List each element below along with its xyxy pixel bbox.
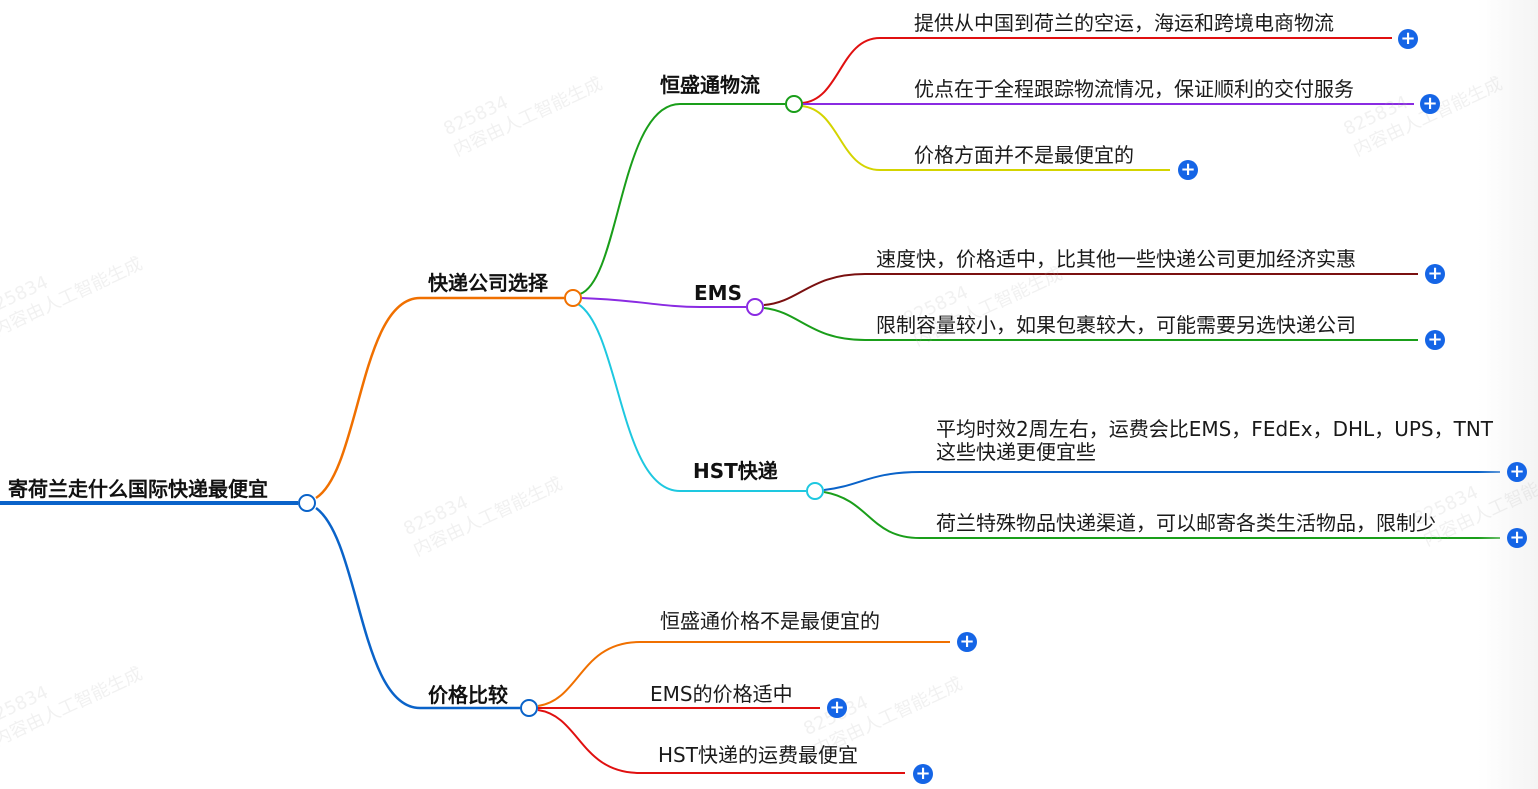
edge-company-hst-logistics — [579, 103, 785, 295]
leaf-topic[interactable]: 优点在于全程跟踪物流情况，保证顺利的交付服务 — [914, 77, 1354, 101]
edge-leaf — [801, 105, 1170, 171]
leaf-topic[interactable]: HST快递的运费最便宜 — [658, 743, 858, 767]
plus-circle-icon[interactable]: + — [827, 698, 847, 718]
plus-circle-icon[interactable]: + — [1507, 528, 1527, 548]
plus-circle-icon[interactable]: + — [1507, 462, 1527, 482]
topic-price-comparison[interactable]: 价格比较 — [428, 683, 508, 707]
leaf-topic[interactable]: 恒盛通价格不是最便宜的 — [660, 609, 880, 633]
hst-node-handle — [806, 482, 824, 500]
edge-leaf — [823, 471, 1500, 491]
leaf-topic[interactable]: 荷兰特殊物品快递渠道，可以邮寄各类生活物品，限制少 — [936, 511, 1436, 535]
plus-circle-icon[interactable]: + — [1425, 264, 1445, 284]
topic-company-selection[interactable]: 快递公司选择 — [428, 271, 548, 295]
edge-leaf — [537, 709, 905, 774]
company-node-handle — [564, 289, 582, 307]
edge-company-ems — [580, 297, 746, 308]
edge-leaf — [801, 37, 1392, 104]
leaf-topic[interactable]: EMS的价格适中 — [650, 682, 793, 706]
leaf-topic[interactable]: 价格方面并不是最便宜的 — [914, 143, 1134, 167]
leaf-topic[interactable]: 速度快，价格适中，比其他一些快递公司更加经济实惠 — [876, 247, 1356, 271]
leaf-topic[interactable]: 平均时效2周左右，运费会比EMS，FEdEx，DHL，UPS，TNT这些快递更便… — [936, 417, 1493, 464]
plus-circle-icon[interactable]: + — [1425, 330, 1445, 350]
topic-hst[interactable]: HST快递 — [693, 459, 778, 483]
plus-circle-icon[interactable]: + — [1420, 94, 1440, 114]
leaf-topic[interactable]: 限制容量较小，如果包裹较大，可能需要另选快递公司 — [876, 313, 1356, 337]
edge-root-price — [315, 506, 520, 710]
ems-node-handle — [746, 298, 764, 316]
plus-circle-icon[interactable]: + — [913, 764, 933, 784]
plus-circle-icon[interactable]: + — [1398, 29, 1418, 49]
plus-circle-icon[interactable]: + — [957, 632, 977, 652]
right-edge-fade — [1478, 0, 1538, 789]
edge-company-hst — [577, 303, 806, 492]
price-node-handle — [520, 699, 538, 717]
plus-circle-icon[interactable]: + — [1178, 160, 1198, 180]
root-node-handle — [298, 494, 316, 512]
topic-hengshengtong[interactable]: 恒盛通物流 — [660, 73, 760, 97]
edge-leaf — [763, 273, 1418, 306]
leaf-topic[interactable]: 提供从中国到荷兰的空运，海运和跨境电商物流 — [914, 11, 1334, 35]
root-topic[interactable]: 寄荷兰走什么国际快递最便宜 — [8, 477, 268, 501]
edge-leaf — [763, 307, 1418, 341]
edge-leaf — [823, 491, 1500, 539]
topic-ems[interactable]: EMS — [694, 281, 742, 305]
edge-root-company — [315, 296, 564, 500]
edge-leaf — [537, 641, 950, 707]
hst-logistics-node-handle — [785, 95, 803, 113]
